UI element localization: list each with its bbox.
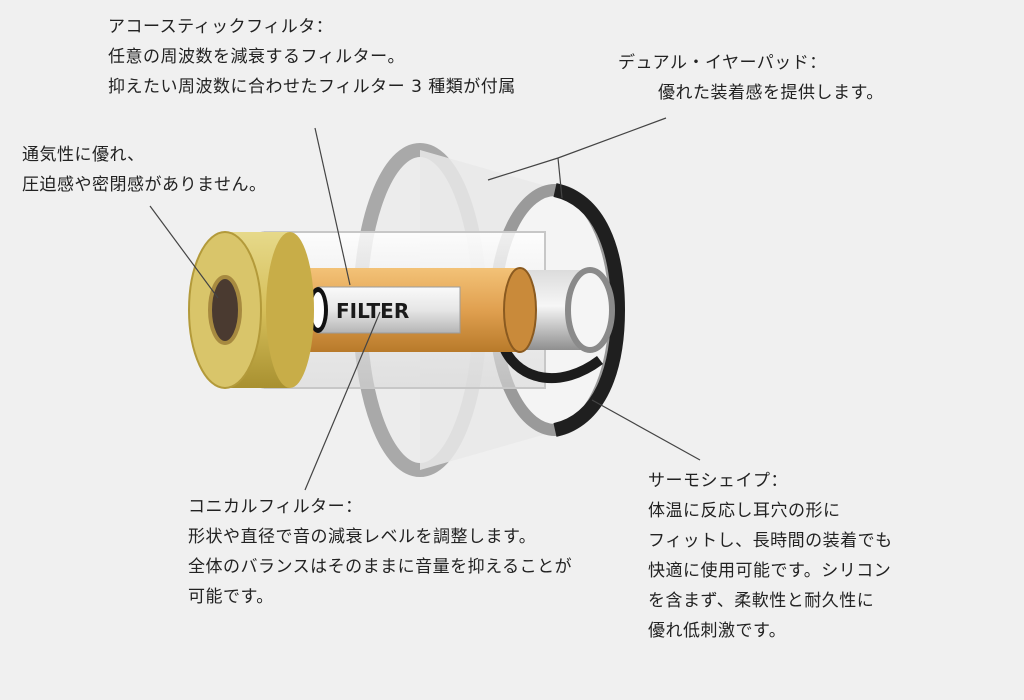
filter-text: FILTER <box>336 299 409 323</box>
conical-filter-annotation: コニカルフィルター： 形状や直径で音の減衰レベルを調整します。 全体のバランスは… <box>188 492 572 612</box>
leader-pad <box>487 117 667 181</box>
conical-filter-line: 全体のバランスはそのままに音量を抑えることが <box>188 557 573 577</box>
acoustic-filter-title: アコースティックフィルタ： <box>108 17 334 37</box>
leader-lines <box>149 117 701 491</box>
leader-conical <box>304 311 381 491</box>
dual-ear-pad-line: 優れた装着感を提供します。 <box>658 83 884 103</box>
thermo-shape-line: 快適に使用可能です。シリコン <box>648 561 892 581</box>
dual-ear-pad-title: デュアル・イヤーパッド： <box>618 53 827 73</box>
ventilation-line: 圧迫感や密閉感がありません。 <box>22 175 267 195</box>
conical-filter-title: コニカルフィルター： <box>188 497 363 517</box>
thermo-shape-line: 体温に反応し耳穴の形に <box>648 501 841 521</box>
ventilation-annotation: 通気性に優れ、 圧迫感や密閉感がありません。 <box>22 140 267 200</box>
gold-cap <box>188 231 314 389</box>
thermo-shape-title: サーモシェイプ： <box>648 471 788 491</box>
thermo-shape-annotation: サーモシェイプ： 体温に反応し耳穴の形に フィットし、長時間の装着でも 快適に使… <box>648 466 893 646</box>
leader-thermo <box>591 399 701 461</box>
leader-vent <box>149 205 219 299</box>
dual-ear-pad-annotation: デュアル・イヤーパッド： 優れた装着感を提供します。 <box>618 48 884 108</box>
thermo-shape-line: を含まず、柔軟性と耐久性に <box>648 591 875 611</box>
conical-filter-line: 形状や直径で音の減衰レベルを調整します。 <box>188 527 537 547</box>
vent-hole <box>208 275 242 345</box>
acoustic-filter-line: 任意の周波数を減衰するフィルター。 <box>108 47 405 67</box>
thermo-shape-line: 優れ低刺激です。 <box>648 621 787 641</box>
acoustic-filter-annotation: アコースティックフィルタ： 任意の周波数を減衰するフィルター。 抑えたい周波数に… <box>108 12 516 102</box>
acoustic-filter-cylinder: FILTER <box>308 286 461 334</box>
leader-pad-2 <box>557 157 563 199</box>
ventilation-line: 通気性に優れ、 <box>22 145 145 165</box>
conical-filter-line: 可能です。 <box>188 587 274 607</box>
thermo-shape-line: フィットし、長時間の装着でも <box>648 531 893 551</box>
acoustic-filter-line: 抑えたい周波数に合わせたフィルター 3 種類が付属 <box>108 77 516 97</box>
leader-acoustic <box>314 127 351 286</box>
